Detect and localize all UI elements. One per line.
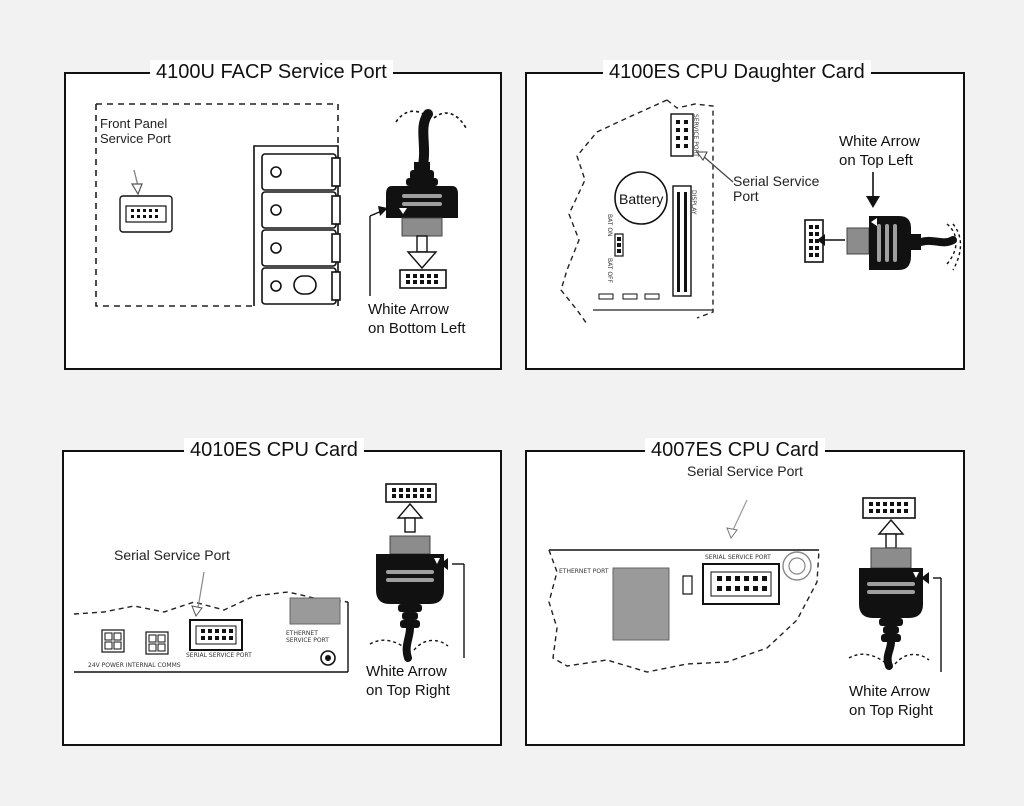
serial-port-board-label: SERIAL SERVICE PORT bbox=[705, 554, 771, 561]
serial-port-board-label: SERIAL SERVICE PORT bbox=[186, 652, 252, 659]
cpu-card-4010es-cable-plug bbox=[369, 483, 449, 662]
white-arrow-label: White Arrow on Top Right bbox=[849, 683, 933, 719]
bat-off-label: BAT OFF bbox=[606, 258, 613, 283]
serial-service-port-label: Serial Service Port bbox=[733, 173, 820, 204]
panel-4007es: 4007ES CPU Card bbox=[525, 438, 965, 746]
white-arrow-icon bbox=[913, 572, 919, 578]
panel-4100es: 4100ES CPU Daughter Card bbox=[525, 60, 965, 370]
white-arrow-label: White Arrow on Top Right bbox=[366, 663, 450, 699]
cpu-card-4010es-diagram bbox=[73, 483, 465, 673]
ethernet-board-label: ETHERNET SERVICE PORT bbox=[286, 630, 329, 644]
panel-title: 4007ES CPU Card bbox=[645, 438, 825, 462]
cpu-card-4007es-diagram bbox=[548, 497, 942, 673]
facp-cable-plug bbox=[386, 109, 467, 289]
panel-title: 4100ES CPU Daughter Card bbox=[603, 60, 871, 84]
display-header bbox=[672, 185, 692, 297]
ethernet-board-label: ETHERNET PORT bbox=[559, 568, 609, 575]
power-comms-board-label: 24V POWER INTERNAL COMMS bbox=[88, 662, 181, 669]
service-port-header bbox=[670, 113, 694, 157]
daughter-card-diagram bbox=[560, 99, 962, 325]
serial-service-port-label: Serial Service Port bbox=[687, 463, 803, 479]
battery-icon bbox=[614, 171, 668, 225]
serial-service-port-label: Serial Service Port bbox=[114, 547, 230, 563]
display-board-label: DISPLAY bbox=[690, 190, 697, 215]
panel-4010es: 4010ES CPU Card bbox=[62, 438, 502, 746]
battery-label: Battery bbox=[619, 191, 664, 207]
white-arrow-label: White Arrow on Bottom Left bbox=[368, 301, 466, 337]
white-arrow-icon bbox=[399, 208, 407, 214]
front-panel-service-port-connector bbox=[119, 195, 173, 233]
cpu-card-4007es-cable-plug bbox=[848, 497, 930, 670]
white-arrow-icon bbox=[871, 218, 877, 226]
service-port-board-label: SERVICE PORT bbox=[692, 114, 699, 157]
white-arrow-label: White Arrow on Top Left bbox=[839, 133, 920, 169]
panel-title: 4100U FACP Service Port bbox=[150, 60, 393, 84]
facp-front-panel bbox=[253, 145, 341, 306]
panel-title: 4010ES CPU Card bbox=[184, 438, 364, 462]
front-panel-service-port-label: Front Panel Service Port bbox=[100, 116, 171, 146]
panel-4100u: 4100U FACP Service Port bbox=[64, 60, 502, 370]
daughter-card-cable-plug bbox=[804, 216, 962, 271]
bat-on-label: BAT ON bbox=[606, 214, 613, 237]
white-arrow-icon bbox=[434, 558, 440, 564]
facp-diagram bbox=[95, 103, 467, 307]
